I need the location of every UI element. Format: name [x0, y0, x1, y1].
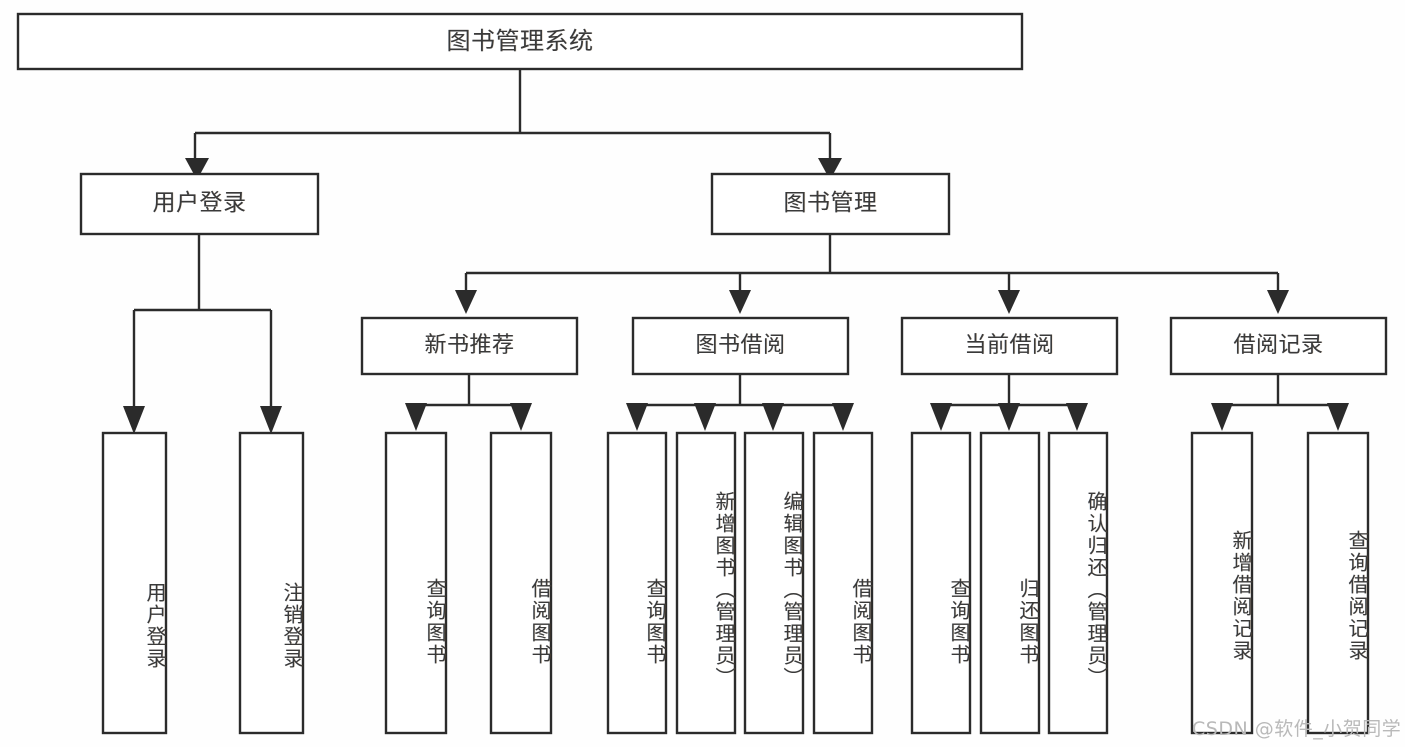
- arrow-icon-userlogin: [185, 158, 209, 180]
- arrow-icon-bookborrow: [729, 290, 751, 314]
- arrow-icon-leaf-userlogin-1: [123, 406, 145, 434]
- edge-userlogin-bus: [132, 234, 273, 418]
- leaf-box-user-login-1[interactable]: [101, 431, 168, 735]
- leaf-box-book-borrow-3[interactable]: [743, 431, 805, 735]
- leaf-box-current-borrow-2[interactable]: [979, 431, 1041, 735]
- leaf-box-book-borrow-4[interactable]: [812, 431, 874, 735]
- node-root[interactable]: [16, 12, 1024, 71]
- arrow-icon-borrowrecord: [1267, 290, 1289, 314]
- leaf-box-book-borrow-2[interactable]: [675, 431, 737, 735]
- arrow-icon-newbook: [455, 290, 477, 314]
- arrow-icon-leaf-newbook-2: [510, 403, 532, 431]
- edges-layer: [132, 69, 1340, 418]
- leaf-box-borrow-record-2[interactable]: [1306, 431, 1370, 735]
- leaf-box-current-borrow-1[interactable]: [910, 431, 972, 735]
- edge-newbook-bus: [414, 374, 523, 418]
- node-current-borrow[interactable]: [900, 316, 1119, 376]
- arrow-icon-leaf-bookborrow-3: [762, 403, 784, 431]
- arrow-icon-leaf-newbook-1: [405, 403, 427, 431]
- arrow-icon-leaf-bookborrow-4: [832, 403, 854, 431]
- leaf-box-book-borrow-1[interactable]: [606, 431, 668, 735]
- leaf-box-current-borrow-3[interactable]: [1047, 431, 1109, 735]
- node-book-management[interactable]: [710, 172, 951, 236]
- arrow-icon-leaf-bookborrow-1: [626, 403, 648, 431]
- leaf-box-borrow-record-1[interactable]: [1190, 431, 1254, 735]
- leaf-box-new-book-2[interactable]: [489, 431, 553, 735]
- edge-borrowrecord-bus: [1220, 374, 1340, 418]
- arrow-icon-leaf-borrowrecord-1: [1211, 403, 1233, 431]
- arrow-icon-leaf-userlogin-2: [260, 406, 282, 434]
- arrow-icon-leaf-borrowrecord-2: [1327, 403, 1349, 431]
- leaf-box-user-login-2[interactable]: [238, 431, 305, 735]
- node-new-book-recommend[interactable]: [360, 316, 579, 376]
- edge-bookmgmt-bus: [464, 234, 1280, 292]
- leaf-box-new-book-1[interactable]: [384, 431, 448, 735]
- arrow-icon-currentborrow: [998, 290, 1020, 314]
- edge-bookborrow-bus: [635, 374, 845, 418]
- node-user-login[interactable]: [79, 172, 320, 236]
- edge-root-bus: [193, 69, 832, 160]
- arrow-icon-leaf-bookborrow-2: [694, 403, 716, 431]
- arrow-icon-leaf-currentborrow-1: [930, 403, 952, 431]
- boxes-layer: [16, 12, 1388, 735]
- node-book-borrow[interactable]: [631, 316, 850, 376]
- node-borrow-record[interactable]: [1169, 316, 1388, 376]
- arrow-icon-leaf-currentborrow-2: [998, 403, 1020, 431]
- arrowheads-layer: [123, 158, 1349, 434]
- arrow-icon-bookmgmt: [818, 158, 842, 180]
- arrow-icon-leaf-currentborrow-3: [1066, 403, 1088, 431]
